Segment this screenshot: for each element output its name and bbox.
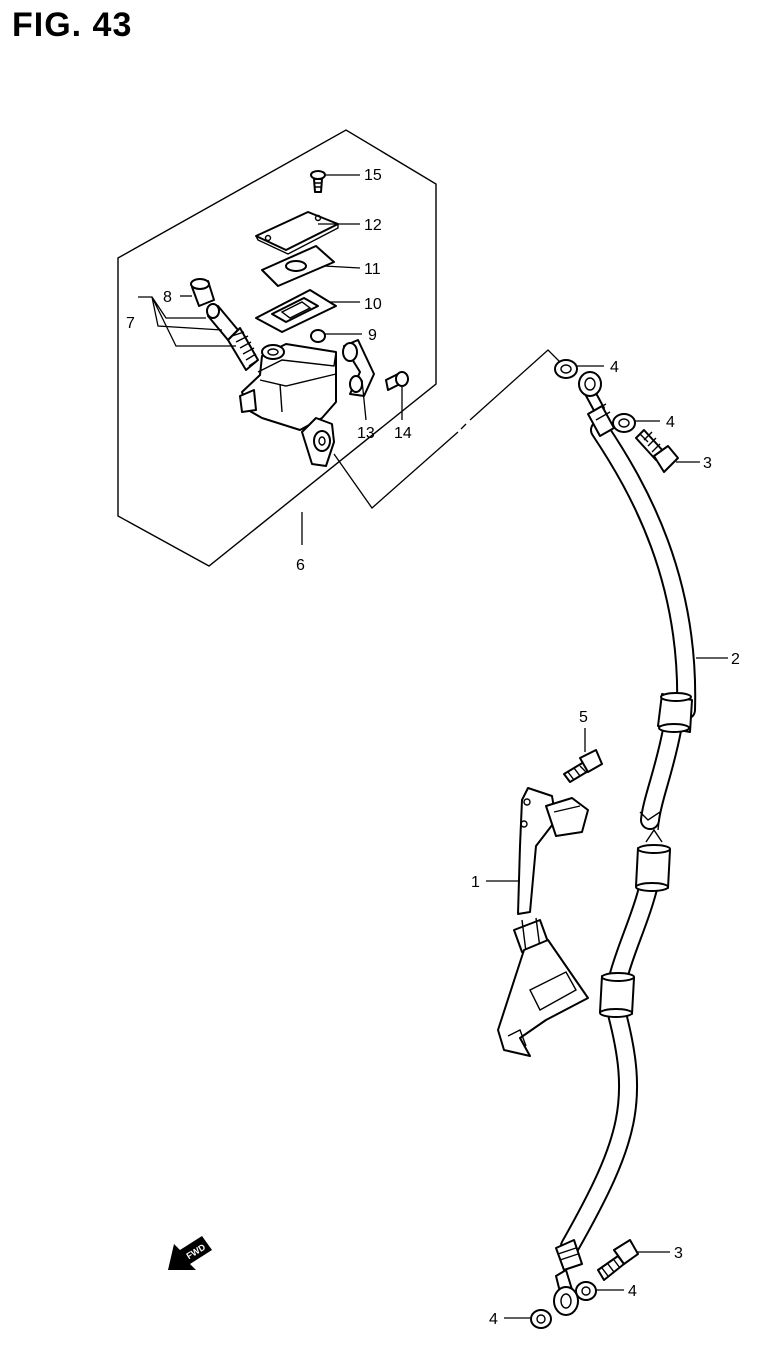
hose-grommets	[599, 692, 693, 1018]
callout-11: 11	[364, 261, 381, 278]
union-bolt-lower	[597, 1239, 639, 1281]
callout-3-upper: 3	[703, 455, 712, 472]
piston-set	[206, 303, 259, 371]
diaphragm	[255, 289, 337, 333]
callout-14: 14	[394, 425, 412, 442]
callout-13: 13	[357, 425, 375, 442]
assembly-boundary	[117, 129, 437, 567]
joint	[342, 339, 375, 397]
callout-labels: 15 12 11 10 9 8 7 13 14 6 4 4 3 2 5 1 3 …	[126, 167, 740, 1328]
callout-5: 5	[579, 709, 588, 726]
gasket	[575, 1281, 597, 1301]
cap-screw	[310, 170, 326, 193]
upper-banjo-fitting	[578, 371, 615, 437]
figure-title: FIG. 43	[12, 6, 133, 44]
callout-4-b: 4	[666, 414, 675, 431]
callout-leaders	[138, 174, 728, 1319]
boot	[190, 278, 215, 307]
gasket	[612, 413, 636, 433]
diaphragm-plate	[261, 245, 335, 287]
callout-3-lower: 3	[674, 1245, 683, 1262]
gasket	[554, 359, 578, 379]
callout-15: 15	[364, 167, 382, 184]
plate	[310, 329, 326, 343]
bracket-bolt	[563, 749, 603, 783]
gasket	[530, 1309, 552, 1329]
callout-2: 2	[731, 651, 740, 668]
reservoir-cap	[255, 211, 339, 255]
callout-7: 7	[126, 315, 135, 332]
callout-4-d: 4	[489, 1311, 498, 1328]
callout-4-c: 4	[628, 1283, 637, 1300]
joint-bolt	[385, 371, 409, 391]
callout-12: 12	[364, 217, 382, 234]
callout-10: 10	[364, 296, 382, 313]
fwd-arrow-icon: FWD	[168, 1236, 212, 1270]
callout-6: 6	[296, 557, 305, 574]
callout-9: 9	[368, 327, 377, 344]
brake-hose	[560, 420, 697, 1256]
master-cylinder-body	[239, 343, 337, 467]
callout-1: 1	[471, 874, 480, 891]
hose-bracket	[497, 787, 589, 1057]
callout-8: 8	[163, 289, 172, 306]
union-bolt-upper	[635, 429, 679, 473]
callout-4-a: 4	[610, 359, 619, 376]
lower-banjo-fitting	[553, 1239, 583, 1316]
